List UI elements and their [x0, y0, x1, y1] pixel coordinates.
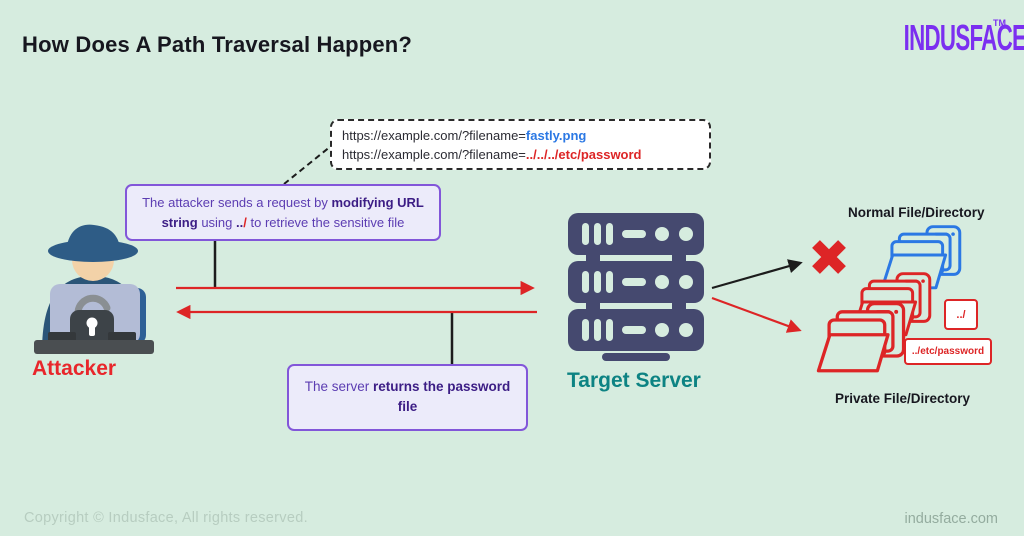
private-file-directory-label: Private File/Directory: [835, 391, 971, 406]
callout-dots: ..: [236, 214, 244, 230]
attacker-icon: [34, 224, 154, 354]
url-prefix: https://example.com/?filename=: [342, 146, 526, 162]
target-server-label: Target Server: [567, 369, 701, 392]
blocked-x-icon: [812, 240, 846, 274]
server-to-private-arrow: [711, 296, 802, 333]
target-server-icon: [568, 213, 704, 361]
callout-slash: /: [243, 214, 247, 230]
callout-bold-text: modifying URL string: [161, 195, 424, 230]
etc-password-path-box: ../etc/password: [904, 338, 992, 365]
copyright-text: Copyright © Indusface, All rights reserv…: [24, 510, 308, 526]
attacker-request-callout: The attacker sends a request by modifyin…: [125, 184, 441, 241]
updir-path-box: ../: [944, 299, 978, 330]
page-title: How Does A Path Traversal Happen?: [22, 32, 413, 57]
callout-bold-text: returns the password file: [373, 379, 511, 415]
callout-text: The attacker sends a request by: [142, 195, 332, 210]
attacker-label: Attacker: [32, 357, 117, 380]
callout-text: The server: [304, 379, 373, 394]
callout-text: using: [197, 214, 237, 230]
url-example-box: https://example.com/?filename=fastly.png…: [330, 119, 711, 170]
logo-trademark: TM: [993, 18, 1006, 28]
server-to-normal-arrow: [711, 259, 803, 290]
url-filename-traversal: ../../../etc/password: [525, 146, 642, 162]
private-folder-icon: [816, 302, 906, 373]
url-line-traversal: https://example.com/?filename=../../../e…: [342, 146, 699, 165]
callout-text: to retrieve the sensitive file: [246, 214, 405, 230]
server-response-callout: The server returns the password file: [287, 364, 528, 431]
url-filename-normal: fastly.png: [525, 128, 587, 143]
url-line-normal: https://example.com/?filename=fastly.png: [342, 127, 699, 146]
website-url-text: indusface.com: [904, 511, 999, 527]
normal-file-directory-label: Normal File/Directory: [848, 205, 985, 220]
indusface-logo: INDUSFACE TM: [856, 17, 1024, 58]
url-prefix: https://example.com/?filename=: [342, 128, 526, 143]
logo-text: INDUSFACE: [903, 16, 1024, 59]
dashed-connector-line: [283, 145, 332, 185]
